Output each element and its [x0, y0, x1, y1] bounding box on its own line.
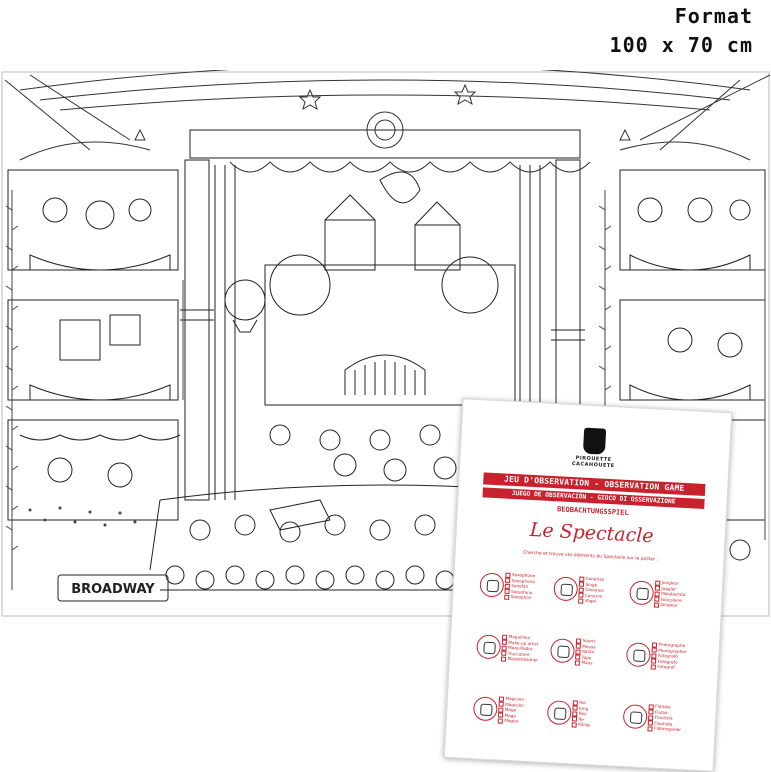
leaflet-intro: Cherche et trouve ces éléments du Specta… — [522, 550, 659, 563]
item-name: Maus — [575, 659, 595, 666]
makeup-icon — [476, 634, 502, 660]
mouse-icon — [549, 638, 576, 664]
brand-name-2: CACAHOUETE — [571, 460, 615, 470]
format-label: Format 100 x 70 cm — [610, 2, 753, 60]
confetti — [28, 506, 137, 527]
format-heading: Format — [674, 4, 753, 28]
brand-logo: PIROUETTE CACAHOUETE — [570, 427, 618, 469]
king-icon — [546, 700, 572, 726]
brand-mark-icon — [582, 427, 607, 455]
coloring-poster: BROADWAY — [1, 70, 771, 617]
saxophone-icon — [479, 572, 505, 598]
stage-curtains — [214, 165, 541, 500]
left-pillar — [180, 159, 214, 501]
observation-game-leaflet: PIROUETTE CACAHOUETE JEU D'OBSERVATION -… — [443, 398, 733, 772]
camera-icon — [625, 642, 652, 668]
format-dimensions: 100 x 70 cm — [609, 33, 753, 57]
item-name: Saxophon — [504, 594, 534, 601]
broadway-sign: BROADWAY — [57, 574, 169, 602]
castle-set — [264, 171, 516, 406]
right-balconies — [619, 169, 766, 521]
canary-icon — [553, 576, 579, 602]
item-name: König — [572, 721, 590, 728]
ceiling-arches — [4, 70, 771, 161]
item-name: Maskenbildner — [501, 656, 538, 663]
left-balconies — [7, 169, 181, 521]
item-name: Flötenspieler — [647, 725, 681, 732]
proscenium-top — [189, 129, 581, 159]
magician-icon — [472, 696, 498, 722]
leaflet-title: Le Spectacle — [529, 518, 655, 548]
item-name: Magier — [498, 717, 523, 724]
flute-icon — [622, 704, 648, 730]
hot-air-balloon — [224, 279, 266, 333]
poster-border — [1, 71, 770, 617]
broadway-sign-text: BROADWAY — [71, 582, 155, 597]
juggler-icon — [629, 580, 655, 606]
ornaments — [134, 83, 631, 149]
item-name: Fotograf — [651, 663, 686, 670]
